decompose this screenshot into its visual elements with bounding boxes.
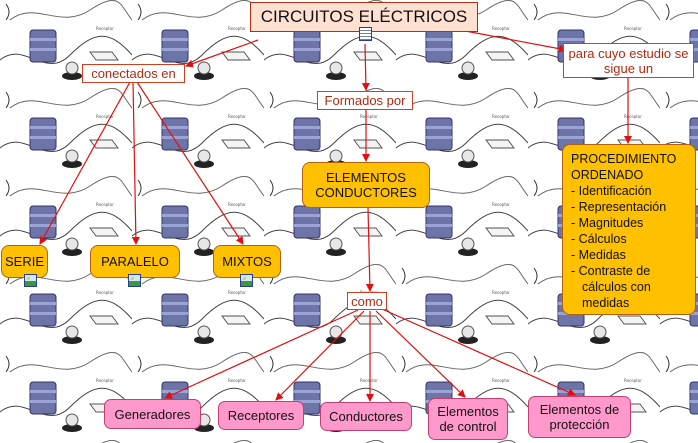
procedimiento-step: Contraste de cálculos con medidas <box>571 263 687 311</box>
concept-mixtos[interactable]: MIXTOS <box>213 245 281 278</box>
link-como-control <box>375 310 466 398</box>
concept-serie[interactable]: SERIE <box>1 245 48 278</box>
procedimiento-step: Representación <box>571 199 687 215</box>
procedimiento-step: Magnitudes <box>571 215 687 231</box>
image-icon[interactable] <box>240 274 253 287</box>
procedimiento-step: Cálculos <box>571 231 687 247</box>
link-elementos-como <box>365 207 374 292</box>
link-conectados-mixtos <box>136 81 244 245</box>
procedimiento-step: Medidas <box>571 247 687 263</box>
link-title-estudio <box>459 29 567 53</box>
link-label-como: como <box>347 292 387 310</box>
document-icon[interactable] <box>359 27 372 41</box>
concept-title-text: CIRCUITOS ELÉCTRICOS <box>260 7 468 26</box>
procedimiento-step: Identificación <box>571 183 687 199</box>
link-title-conectados <box>185 39 259 68</box>
concept-generadores[interactable]: Generadores <box>104 399 201 429</box>
procedimiento-title: PROCEDIMIENTO ORDENADO <box>571 152 677 182</box>
concept-elementos-control[interactable]: Elementos de control <box>428 398 508 440</box>
link-como-proteccion <box>381 308 576 396</box>
link-label-formados-por: Formados por <box>317 91 413 110</box>
concept-procedimiento-ordenado[interactable]: PROCEDIMIENTO ORDENADO Identificación Re… <box>562 144 696 315</box>
link-label-para-cuyo-estudio: para cuyo estudio se sigue un <box>563 43 694 78</box>
concept-receptores[interactable]: Receptores <box>218 401 304 430</box>
image-icon[interactable] <box>24 274 37 287</box>
link-title-formados <box>361 43 370 91</box>
concept-elementos-proteccion[interactable]: Elementos de protección <box>528 396 631 438</box>
link-como-receptores <box>275 310 365 401</box>
link-label-conectados-en: conectados en <box>82 64 185 83</box>
link-como-generadores <box>164 309 359 399</box>
concept-paralelo[interactable]: PARALELO <box>90 245 180 278</box>
concept-conductores[interactable]: Conductores <box>320 402 412 431</box>
link-conectados-serie <box>39 81 131 245</box>
procedimiento-steps: Identificación Representación Magnitudes… <box>571 183 687 311</box>
concept-elementos-conductores[interactable]: ELEMENTOS CONDUCTORES <box>302 162 430 208</box>
image-icon[interactable] <box>128 274 141 287</box>
link-conectados-paralelo <box>131 81 140 245</box>
